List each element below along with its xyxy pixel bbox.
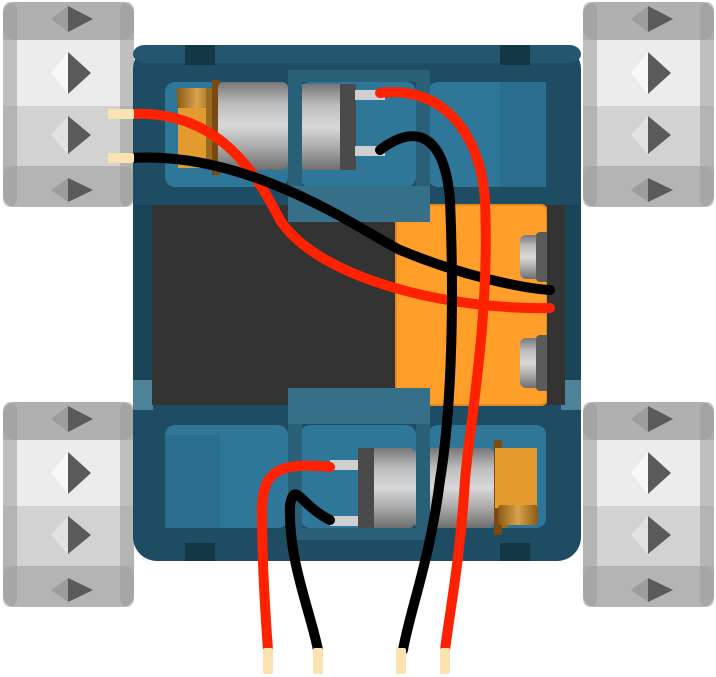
bottom-motor-clip bbox=[288, 388, 430, 540]
rear-right-wheel bbox=[583, 402, 714, 607]
red-wire-top-motor bbox=[375, 87, 491, 655]
top-motor bbox=[177, 80, 385, 175]
black-wire-bottom-motor bbox=[284, 489, 335, 655]
black-wire-battery bbox=[125, 152, 555, 295]
red-wire-battery bbox=[125, 108, 555, 314]
wires bbox=[125, 87, 555, 655]
red-wire-bottom-motor bbox=[256, 460, 335, 655]
bottom-motor bbox=[330, 440, 538, 535]
rear-left-wheel bbox=[3, 402, 134, 607]
wire-tips bbox=[108, 109, 450, 674]
front-right-wheel bbox=[583, 2, 714, 207]
front-left-wheel bbox=[3, 2, 134, 207]
black-wire-top-motor bbox=[375, 131, 457, 655]
